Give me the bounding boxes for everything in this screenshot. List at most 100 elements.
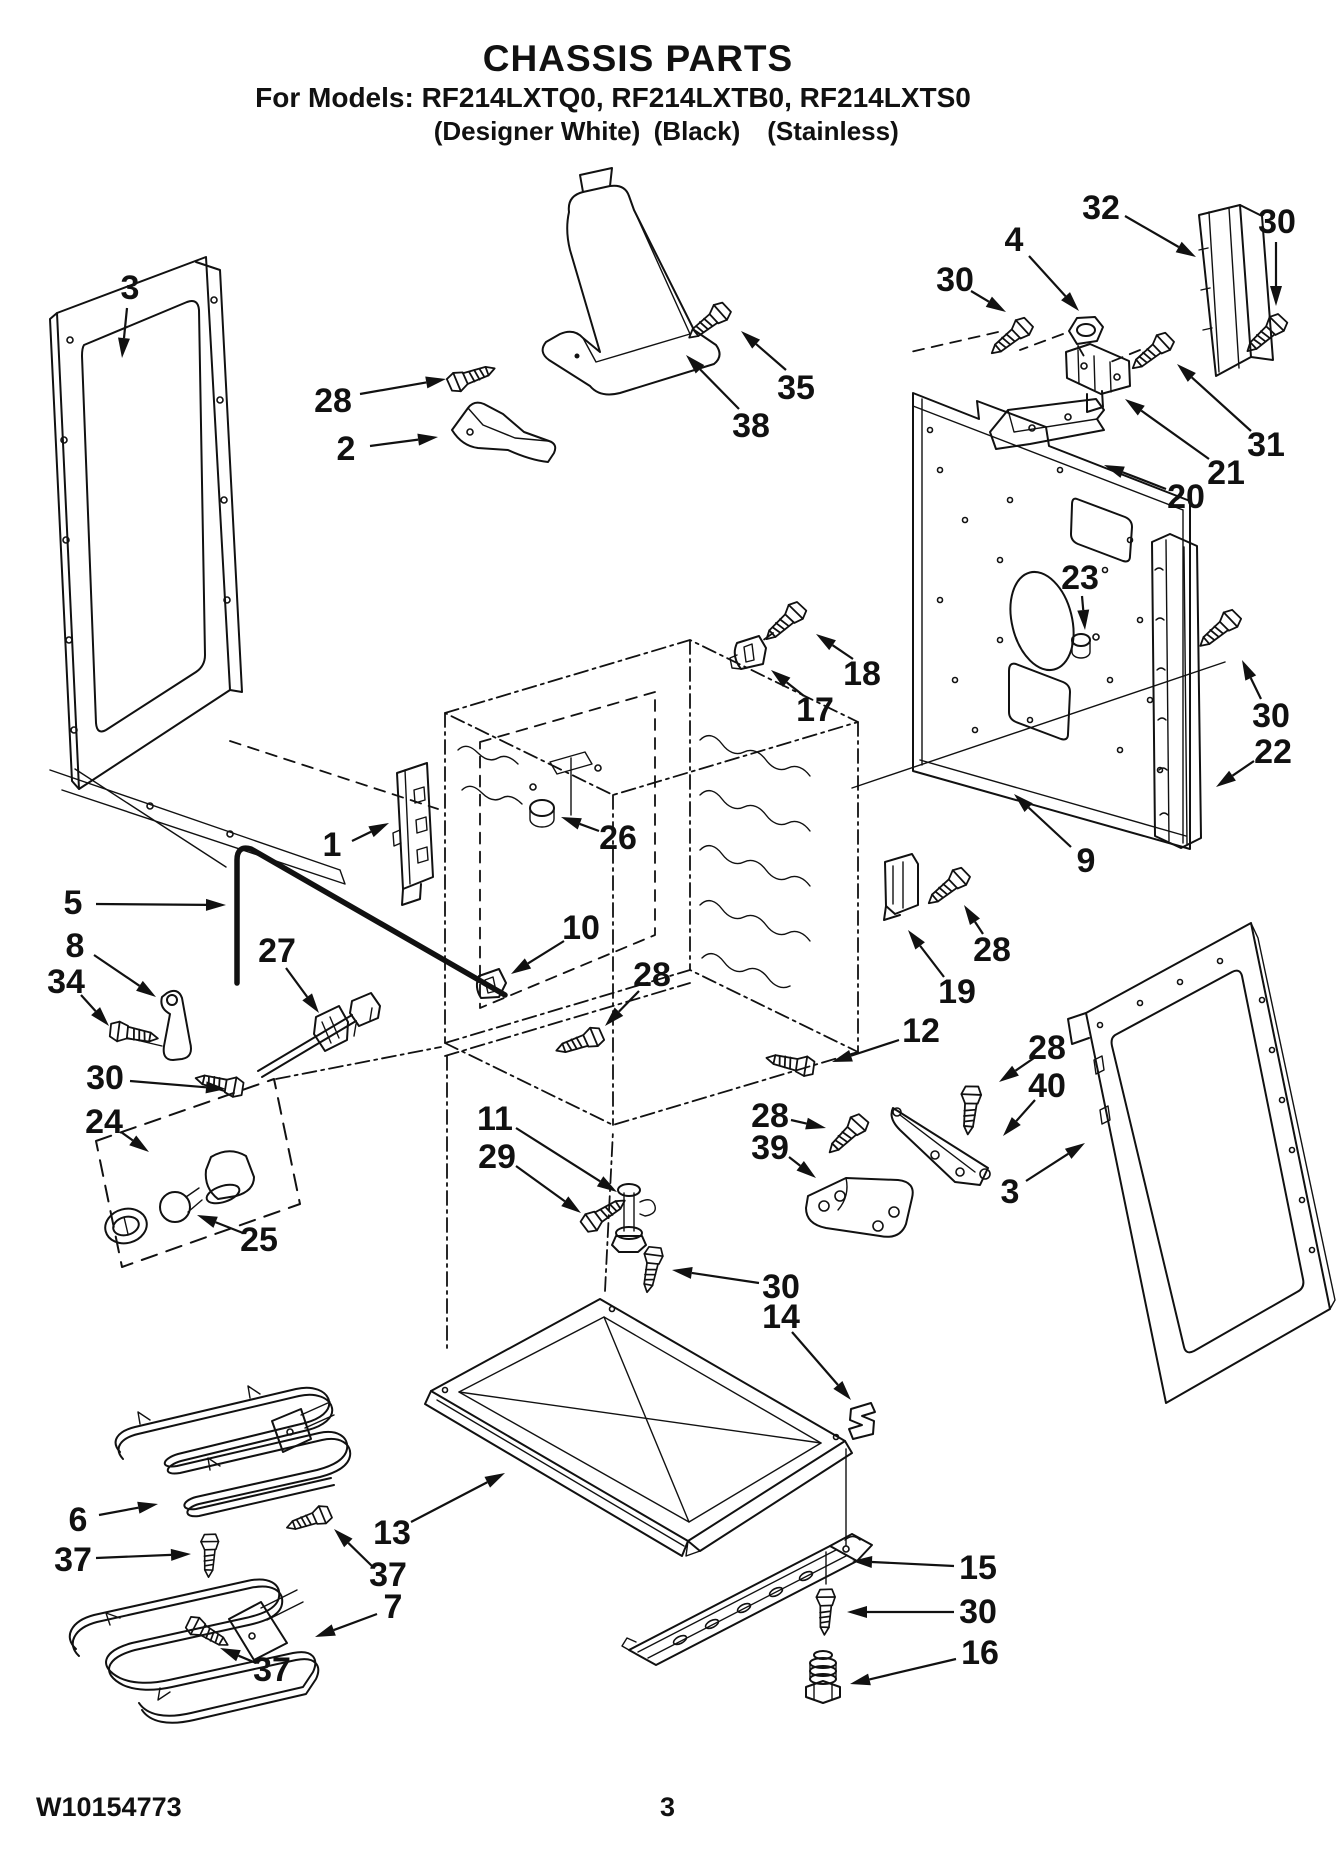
callout-label: 34	[47, 963, 85, 1001]
callout-label: 28	[1028, 1029, 1066, 1067]
screw-28-icon	[957, 1084, 983, 1137]
callout-20: 20	[1104, 465, 1205, 516]
callout-28: 28	[751, 1097, 826, 1135]
screw-12-icon	[763, 1047, 817, 1079]
callout-37: 37	[220, 1648, 291, 1689]
callout-label: 1	[323, 826, 342, 864]
callout-13: 13	[373, 1473, 505, 1552]
callout-label: 22	[1254, 733, 1292, 771]
left-side-panel	[49, 256, 346, 885]
rear-panel-9	[851, 392, 1226, 850]
clip-17	[729, 635, 767, 670]
callout-27: 27	[258, 932, 319, 1013]
callout-11: 11	[477, 1100, 617, 1192]
callout-label: 23	[1061, 559, 1099, 597]
callout-label: 12	[902, 1012, 940, 1050]
callout-28: 28	[964, 905, 1011, 969]
callout-37: 37	[54, 1541, 191, 1579]
callout-label: 26	[599, 819, 637, 857]
callout-label: 14	[762, 1298, 800, 1336]
callout-21: 21	[1125, 399, 1245, 492]
callout-15: 15	[852, 1549, 997, 1587]
doc-number: W10154773	[36, 1792, 182, 1822]
callout-38: 38	[686, 355, 770, 445]
screw-30-icon	[814, 1587, 837, 1637]
callout-label: 30	[936, 261, 974, 299]
top-right-hardware	[905, 204, 1274, 450]
callout-32: 32	[1082, 189, 1196, 257]
bracket-19	[883, 853, 919, 921]
callout-label: 6	[69, 1501, 88, 1539]
callout-label: 31	[1247, 426, 1285, 464]
key-8	[127, 989, 192, 1061]
lamp-assembly-24	[95, 1078, 301, 1268]
callout-label: 27	[258, 932, 296, 970]
callout-label: 28	[314, 382, 352, 420]
callout-label: 28	[633, 956, 671, 994]
screw-28-icon	[821, 1110, 872, 1161]
callout-9: 9	[1014, 794, 1095, 880]
finish-label-black: (Black)	[653, 116, 741, 146]
callout-35: 35	[741, 331, 815, 407]
callout-label: 28	[973, 931, 1011, 969]
callout-label: 29	[478, 1138, 516, 1176]
callout-label: 21	[1207, 454, 1245, 492]
callout-label: 25	[240, 1221, 278, 1259]
callout-label: 30	[959, 1593, 997, 1631]
page-title: CHASSIS PARTS	[482, 38, 794, 79]
callout-label: 24	[85, 1103, 123, 1141]
callout-label: 30	[1258, 203, 1296, 241]
callout-label: 3	[121, 269, 140, 307]
screw-18-icon	[758, 597, 810, 648]
callout-label: 9	[1077, 842, 1096, 880]
broil-element-6	[114, 1385, 352, 1518]
leveling-leg-16	[805, 1650, 841, 1704]
callout-18: 18	[816, 634, 881, 693]
callout-34: 34	[47, 963, 109, 1026]
callout-16: 16	[850, 1634, 999, 1686]
callout-label: 2	[337, 430, 356, 468]
side-panel-right-3	[1067, 922, 1336, 1404]
screw-28-icon	[552, 1023, 607, 1061]
callout-label: 37	[369, 1556, 407, 1594]
callout-label: 17	[796, 691, 834, 729]
callout-label: 18	[843, 655, 881, 693]
callout-28: 28	[999, 1029, 1066, 1082]
bulb-25-icon	[159, 1191, 191, 1223]
callout-label: 16	[961, 1634, 999, 1672]
standoff-11	[611, 1183, 656, 1253]
bracket-40	[890, 1107, 991, 1186]
callout-25: 25	[197, 1215, 278, 1259]
bake-element-7	[68, 1578, 320, 1724]
callout-22: 22	[1216, 733, 1292, 787]
callout-label: 37	[54, 1541, 92, 1579]
screw-30-icon	[1192, 605, 1245, 655]
callout-label: 30	[1252, 697, 1290, 735]
vent-duct-38	[541, 167, 721, 396]
bracket-39	[805, 1177, 914, 1238]
trim-bar-5	[234, 845, 508, 998]
callout-label: 7	[384, 1588, 403, 1626]
callout-26: 26	[561, 817, 637, 857]
callout-30: 30	[1242, 660, 1290, 735]
callout-7: 7	[315, 1588, 402, 1637]
callout-label: 32	[1082, 189, 1120, 227]
callout-label: 35	[777, 369, 815, 407]
callout-28: 28	[314, 376, 446, 420]
clip-14	[848, 1402, 876, 1440]
callout-label: 39	[751, 1129, 789, 1167]
callout-2: 2	[337, 430, 438, 468]
callout-31: 31	[1177, 364, 1285, 464]
callout-8: 8	[66, 927, 156, 997]
callout-4: 4	[1005, 221, 1079, 311]
callout-14: 14	[762, 1298, 851, 1400]
bracket-2	[451, 401, 557, 463]
callout-10: 10	[511, 909, 600, 974]
callout-23: 23	[1061, 559, 1099, 630]
callout-label: 11	[477, 1100, 513, 1138]
rod-27	[257, 992, 381, 1078]
callout-3: 3	[1001, 1143, 1085, 1211]
callout-label: 4	[1005, 221, 1024, 259]
callout-37: 37	[334, 1529, 407, 1594]
callout-label: 28	[751, 1097, 789, 1135]
